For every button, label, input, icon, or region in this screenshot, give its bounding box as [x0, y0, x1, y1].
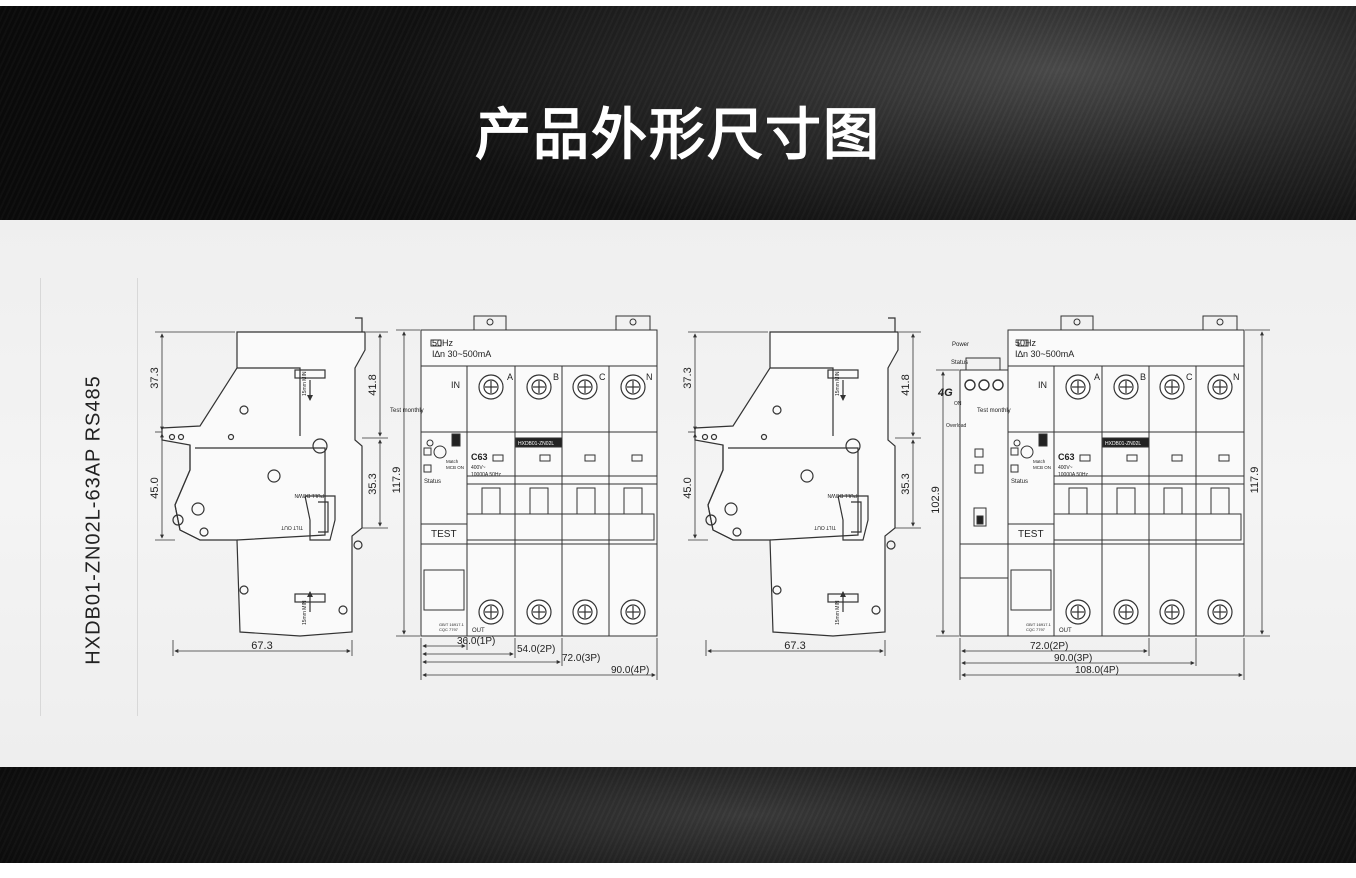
rail-label: 15mm MIN [302, 371, 308, 396]
rail-label: 15mm MIN [835, 371, 841, 396]
spec-label: 10000A 50Hz [1058, 472, 1089, 478]
phase-label: A [507, 372, 513, 382]
in-label: IN [451, 380, 460, 390]
dim-side-bottom: 45.0 [682, 477, 694, 498]
standard-label: GB/T 16917.1 [439, 622, 465, 627]
spec-label: 400V~ [471, 465, 486, 471]
match-label: Match [446, 459, 459, 464]
phase-label: B [1140, 372, 1146, 382]
tilt-out-label: TILT OUT [281, 524, 303, 530]
side-view-2: 37.3 45.0 67.3 41.8 35.3 15mm MIN 15mm M… [682, 318, 921, 656]
dim-side-right-bottom: 35.3 [900, 473, 912, 494]
in-label: IN [1038, 380, 1047, 390]
dim-width-3p: 72.0(3P) [562, 653, 600, 664]
out-label: OUT [472, 628, 485, 634]
rail-label: 15mm MIN [302, 600, 308, 625]
dim-width-4p: 108.0(4P) [1075, 665, 1119, 676]
test-monthly-label: Test monthly [390, 408, 424, 414]
4g-label: 4G [937, 387, 953, 399]
status-top-label: Status [951, 360, 968, 366]
side-view-1: 37.3 45.0 67.3 41.8 35.3 15mm MIN 15mm M… [149, 318, 388, 656]
dim-front-b-height-right: 117.9 [1249, 467, 1261, 494]
phase-label: N [1233, 372, 1240, 382]
front-view-a: 50Hz I∆n 30~500mA IN A B C N Test monthl… [390, 315, 658, 680]
leak-label: I∆n 30~500mA [1015, 349, 1074, 359]
rating-label: C63 [471, 452, 488, 462]
phase-label: A [1094, 372, 1100, 382]
dim-width-4p: 90.0(4P) [611, 665, 649, 676]
footer-banner [0, 767, 1356, 863]
model-tag: HXDB01-ZN02L [518, 441, 554, 447]
model-tag: HXDB01-ZN02L [1105, 441, 1141, 447]
phase-label: C [599, 372, 606, 382]
pull-down-label: PULL DOWN [827, 492, 857, 498]
dim-side-width: 67.3 [251, 640, 272, 652]
divider-line [40, 278, 41, 716]
status-label: Status [424, 479, 441, 485]
phase-label: B [553, 372, 559, 382]
header-banner [0, 6, 1356, 220]
freq-label: 50Hz [432, 338, 454, 348]
phase-label: C [1186, 372, 1193, 382]
rating-label: C63 [1058, 452, 1075, 462]
dim-side-right-top: 41.8 [900, 374, 912, 395]
spec-label: 400V~ [1058, 465, 1073, 471]
dim-side-right-bottom: 35.3 [367, 473, 379, 494]
spec-label: 10000A 50Hz [471, 472, 502, 478]
leak-label: I∆n 30~500mA [432, 349, 491, 359]
test-button-label: TEST [1018, 529, 1044, 540]
mcb-on-label: MCB ON [1033, 465, 1051, 470]
front-view-b: Power Status 4G ON Overload 50Hz I∆n 30~… [930, 315, 1270, 680]
power-label: Power [952, 342, 969, 348]
page-title: 产品外形尺寸图 [475, 103, 881, 168]
test-monthly-label: Test monthly [977, 408, 1011, 414]
dim-width-1p: 36.0(1P) [457, 636, 495, 647]
dim-front-a-height: 117.9 [391, 467, 403, 494]
standard-label: GB/T 16917.1 [1026, 622, 1052, 627]
freq-label: 50Hz [1015, 338, 1037, 348]
dim-side-width: 67.3 [784, 640, 805, 652]
phase-label: N [646, 372, 653, 382]
rail-label: 15mm MIN [835, 600, 841, 625]
overload-label: Overload [946, 423, 967, 429]
mcb-on-label: MCB ON [446, 465, 464, 470]
dim-side-top: 37.3 [149, 367, 161, 388]
on-label: ON [954, 401, 962, 407]
out-label: OUT [1059, 628, 1072, 634]
dim-side-top: 37.3 [682, 367, 694, 388]
dim-side-right-top: 41.8 [367, 374, 379, 395]
dim-side-bottom: 45.0 [149, 477, 161, 498]
cqc-label: CQC 7797 [1026, 627, 1046, 632]
tilt-out-label: TILT OUT [814, 524, 836, 530]
dim-width-2p: 72.0(2P) [1030, 641, 1068, 652]
pull-down-label: PULL DOWN [294, 492, 324, 498]
status-label: Status [1011, 479, 1028, 485]
dim-width-2p: 54.0(2P) [517, 644, 555, 655]
cqc-label: CQC 7797 [439, 627, 459, 632]
dim-front-b-height-left: 102.9 [930, 486, 942, 514]
dim-width-3p: 90.0(3P) [1054, 653, 1092, 664]
divider-line [137, 278, 138, 716]
match-label: Match [1033, 459, 1046, 464]
test-button-label: TEST [431, 529, 457, 540]
